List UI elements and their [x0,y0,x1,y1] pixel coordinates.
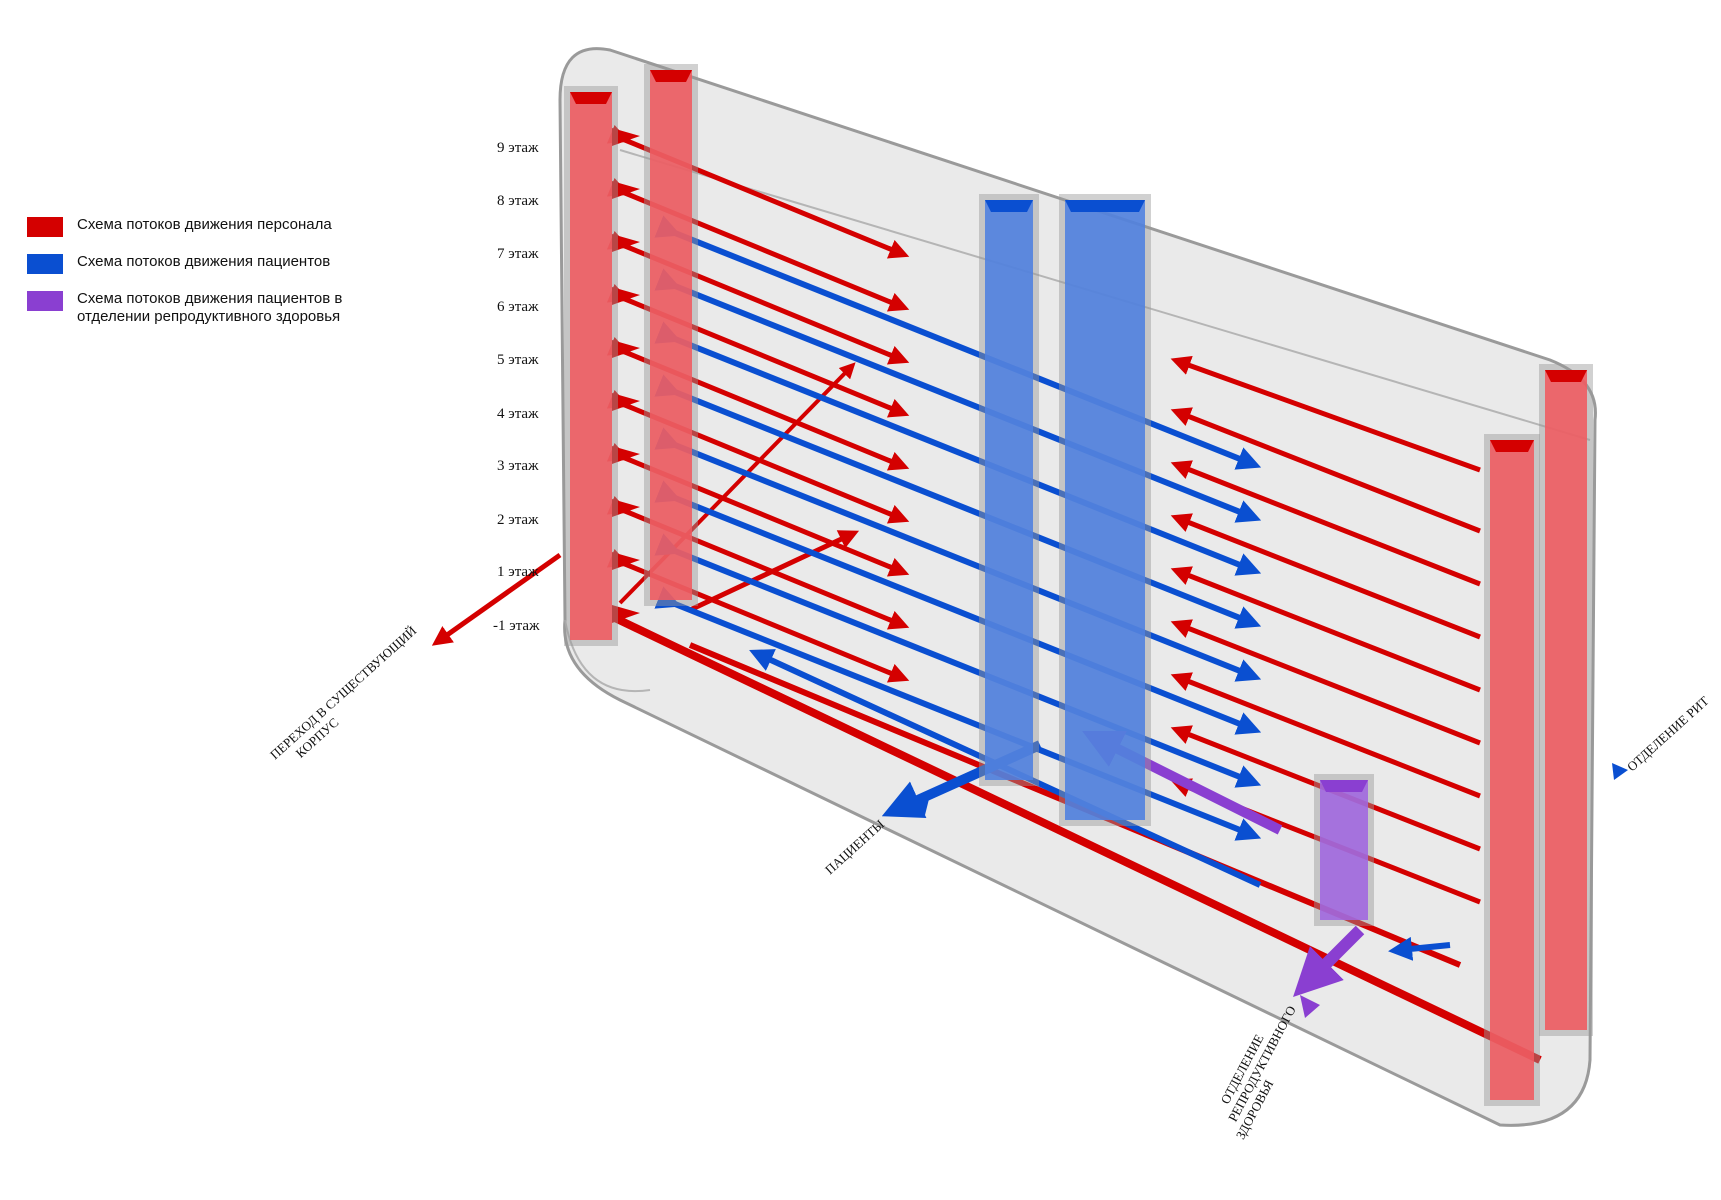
staff-core-right-back-cap [1545,370,1587,382]
rit-entrance-marker [1612,763,1628,780]
annotation-rit-text: ОТДЕЛЕНИЕ РИТ [1624,693,1712,774]
legend-label-patients: Схема потоков движения пациентов [77,253,331,270]
patient-core-left [985,200,1033,780]
patient-core-left-cap [985,200,1033,212]
floor-label-4: 4 этаж [497,406,539,422]
staff-floor-arrow-6 [612,393,640,411]
floor-label-6: 6 этаж [497,299,539,315]
repro-entrance-marker [1300,995,1320,1018]
staff-core-right-front-cap [1490,440,1534,452]
annotation-patients: ПАЦИЕНТЫ [822,816,887,877]
staff-floor-arrow-1 [612,128,640,146]
staff-core-left-front [570,92,612,640]
staff-floor-arrow-4 [612,287,640,305]
legend-item-patients: Схема потоков движения пациентов [27,253,407,274]
staff-floor-arrow-8 [612,499,640,517]
legend-item-reproductive: Схема потоков движения пациентов в отдел… [27,290,407,326]
staff-core-left-back-cap [650,70,692,82]
legend-label-staff: Схема потоков движения персонала [77,216,332,233]
staff-core-left-back [650,70,692,600]
legend-swatch-staff [27,217,63,237]
legend-label-reproductive: Схема потоков движения пациентов в отдел… [77,290,343,325]
annotation-rit: ОТДЕЛЕНИЕ РИТ [1624,693,1712,774]
building-envelope-bottom-edge [564,619,651,693]
reproductive-core [1320,780,1368,920]
floor-label-3: 3 этаж [497,458,539,474]
legend-swatch-patients [27,254,63,274]
patient-flow-rit [1388,936,1451,961]
repro-flow-entrance [1293,925,1365,997]
staff-floor-arrow-5 [612,340,640,358]
staff-floor-arrow-9 [612,552,640,570]
floor-label-1: 1 этаж [497,564,539,580]
staff-floor-arrow-3 [612,234,640,252]
floor-label-minus1: -1 этаж [493,618,540,634]
patient-flow-floor-1 [654,586,1262,841]
staff-core-right-front [1490,440,1534,1100]
staff-flow-transition [431,552,562,646]
patient-core-right [1065,200,1145,820]
staff-core-left-front-cap [570,92,612,104]
staff-core-right-back [1545,370,1587,1030]
patients-entrance-marker [910,795,930,815]
staff-floor-arrow-7 [612,446,640,464]
staff-floor-arrow-2 [612,181,640,199]
floor-label-2: 2 этаж [497,512,539,528]
floor-label-8: 8 этаж [497,193,539,209]
floor-label-9: 9 этаж [497,140,539,156]
annotation-transition-line1: ПЕРЕХОД В СУЩЕСТВУЮЩИЙ [267,623,419,762]
patient-core-right-cap [1065,200,1145,212]
annotation-patients-text: ПАЦИЕНТЫ [822,816,887,877]
floor-label-5: 5 этаж [497,352,539,368]
reproductive-core-cap [1320,780,1368,792]
legend-item-staff: Схема потоков движения персонала [27,216,407,237]
floor-label-7: 7 этаж [497,246,539,262]
annotation-transition: ПЕРЕХОД В СУЩЕСТВУЮЩИЙ КОРПУС [267,623,419,762]
floor-labels: 9 этаж 8 этаж 7 этаж 6 этаж 5 этаж 4 эта… [493,140,540,634]
legend: Схема потоков движения персонала Схема п… [27,216,407,342]
legend-swatch-reproductive [27,291,63,311]
